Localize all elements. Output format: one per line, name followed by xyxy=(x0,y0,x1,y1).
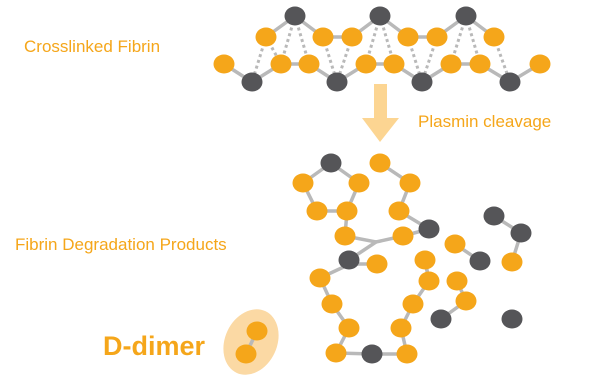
fibrin-degradation-products xyxy=(292,153,532,364)
plasmin-cleavage-label: Plasmin cleavage xyxy=(418,112,551,131)
crosslinked-fibrin-label: Crosslinked Fibrin xyxy=(24,37,160,56)
d-dimer-label: D-dimer xyxy=(103,331,206,361)
crosslinked-fibrin-chain xyxy=(213,6,551,92)
plasmin-arrow xyxy=(362,84,399,142)
d-dimer-icon xyxy=(223,309,279,375)
fdp-label: Fibrin Degradation Products xyxy=(15,235,227,254)
